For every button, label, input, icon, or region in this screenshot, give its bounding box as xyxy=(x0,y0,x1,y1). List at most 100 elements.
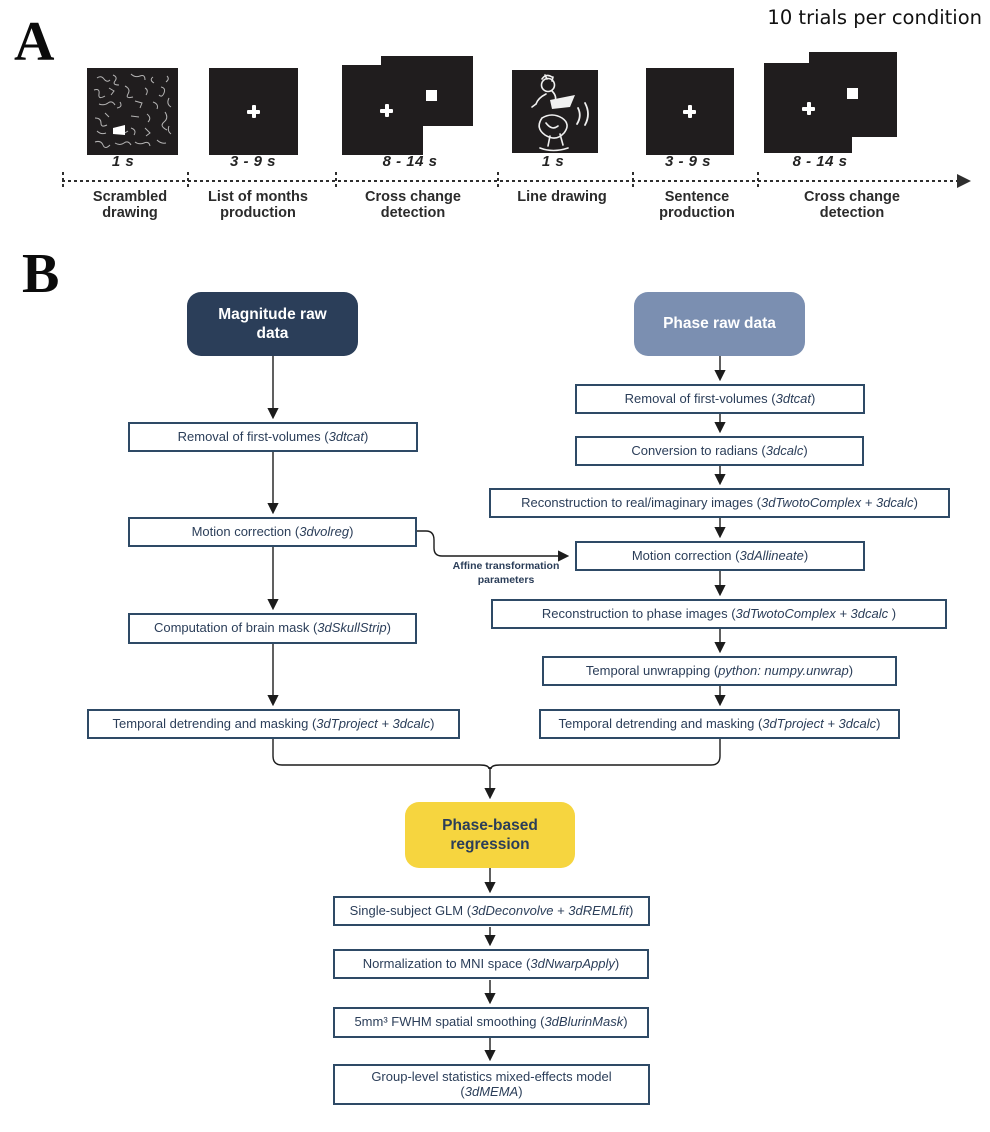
node-command: 3dTproject + 3dcalc xyxy=(762,715,877,731)
phase-raw-data-box: Phase raw data xyxy=(634,292,805,356)
scrambled-noise-icon xyxy=(93,73,172,148)
node-command: 3dtcat xyxy=(775,390,812,406)
timeline-tick xyxy=(497,172,499,189)
node-text: Reconstruction to phase images ( xyxy=(541,605,736,621)
timeline-dashed-line xyxy=(62,180,959,182)
node-removal-first-volumes-phase: Removal of first-volumes (3dtcat) xyxy=(575,384,865,414)
node-command: python: numpy.unwrap xyxy=(718,662,849,678)
timeline-arrow-icon xyxy=(957,174,971,188)
header-text: Magnitude raw data xyxy=(218,305,327,342)
node-command: 3dNwarpApply xyxy=(530,955,615,971)
node-text: ) xyxy=(386,620,391,636)
node-command: 3dTwotoComplex + 3dcalc xyxy=(735,605,892,621)
timeline-tick xyxy=(335,172,337,189)
node-normalization-mni: Normalization to MNI space (3dNwarpApply… xyxy=(333,949,649,979)
panel-b-label: B xyxy=(22,243,60,305)
panel-a-label: A xyxy=(14,11,55,73)
node-text: ) xyxy=(803,442,808,458)
node-text: Normalization to MNI space ( xyxy=(362,955,531,971)
node-text: Motion correction ( xyxy=(631,547,740,563)
fixation-cross-icon xyxy=(683,105,696,118)
node-motion-correction-magnitude: Motion correction (3dvolreg) xyxy=(128,517,417,547)
condition-label: Cross change detection xyxy=(365,189,461,221)
phase-based-regression-box: Phase-based regression xyxy=(405,802,575,868)
node-command: 3dtcat xyxy=(328,428,365,444)
cross-change-stimulus xyxy=(342,56,473,155)
trial-duration: 3 - 9 s xyxy=(664,153,712,170)
condition-label: Sentence production xyxy=(659,189,735,221)
node-text: ) xyxy=(518,1083,523,1099)
node-text: Single-subject GLM ( xyxy=(349,902,472,918)
node-reconstruction-phase-images: Reconstruction to phase images (3dTwotoC… xyxy=(491,599,947,629)
white-fragment xyxy=(113,125,125,135)
trial-duration: 3 - 9 s xyxy=(229,153,277,170)
header-text: Phase raw data xyxy=(663,315,776,333)
fixation-cross-icon xyxy=(802,102,815,115)
affine-parameters-note: Affine transformation parameters xyxy=(452,560,560,586)
node-text: ) xyxy=(349,523,354,539)
condition-label: Scrambled drawing xyxy=(92,189,168,221)
node-reconstruction-real-imaginary: Reconstruction to real/imaginary images … xyxy=(489,488,950,518)
node-text: ) xyxy=(876,715,881,731)
node-text: ) xyxy=(913,494,918,510)
timeline-tick xyxy=(632,172,634,189)
node-detrending-magnitude: Temporal detrending and masking (3dTproj… xyxy=(87,709,460,739)
node-command: 3dAllineate xyxy=(739,547,804,563)
node-command: 3dMEMA xyxy=(464,1083,519,1099)
cartoon-line-drawing-icon xyxy=(531,74,589,152)
timeline-tick xyxy=(187,172,189,189)
node-command: 3dTwotoComplex + 3dcalc xyxy=(760,494,914,510)
trial-duration: 1 s xyxy=(541,153,565,170)
node-text: ) xyxy=(364,428,369,444)
target-square-icon xyxy=(847,88,858,99)
node-text: Temporal detrending and masking ( xyxy=(112,715,317,731)
node-brain-mask: Computation of brain mask (3dSkullStrip) xyxy=(128,613,417,644)
node-motion-correction-phase: Motion correction (3dAllineate) xyxy=(575,541,865,571)
condition-label: List of months production xyxy=(208,189,308,221)
condition-label: Line drawing xyxy=(517,189,607,205)
node-removal-first-volumes-magnitude: Removal of first-volumes (3dtcat) xyxy=(128,422,418,452)
node-text: ) xyxy=(623,1014,628,1030)
cross-change-stimulus xyxy=(764,52,897,153)
node-text: ) xyxy=(628,902,634,918)
node-text: Reconstruction to real/imaginary images … xyxy=(521,494,761,510)
node-text: Removal of first-volumes ( xyxy=(624,390,776,406)
fixation-stimulus xyxy=(646,68,734,155)
condition-label: Cross change detection xyxy=(804,189,900,221)
node-command: 3dSkullStrip xyxy=(317,620,387,636)
node-command: 3dvolreg xyxy=(299,523,350,539)
node-text: Group-level statistics mixed-effects mod… xyxy=(371,1068,612,1099)
node-single-subject-glm: Single-subject GLM (3dDeconvolve + 3dREM… xyxy=(333,896,650,926)
node-spatial-smoothing: 5mm³ FWHM spatial smoothing (3dBlurinMas… xyxy=(333,1007,649,1038)
node-command: 3dcalc xyxy=(765,442,804,458)
timeline-tick xyxy=(62,172,64,189)
timeline-tick xyxy=(757,172,759,189)
node-text: Conversion to radians ( xyxy=(631,442,766,458)
node-text: Motion correction ( xyxy=(191,523,300,539)
node-command: 3dDeconvolve + 3dREMLfit xyxy=(471,902,629,918)
node-conversion-radians: Conversion to radians (3dcalc) xyxy=(575,436,864,466)
node-text: ) xyxy=(614,955,620,971)
fixation-cross-icon xyxy=(380,104,393,117)
target-square-icon xyxy=(426,90,437,101)
node-temporal-unwrapping: Temporal unwrapping (python: numpy.unwra… xyxy=(542,656,897,686)
node-text: ) xyxy=(803,547,809,563)
trials-per-condition-note: 10 trials per condition xyxy=(767,6,982,29)
fixation-stimulus xyxy=(209,68,298,155)
trial-duration: 8 - 14 s xyxy=(792,153,848,170)
node-text: ) xyxy=(430,715,435,731)
node-text: ) xyxy=(891,605,897,621)
trial-duration: 8 - 14 s xyxy=(382,153,438,170)
node-text: Temporal unwrapping ( xyxy=(585,662,719,678)
node-command: 3dBlurinMask xyxy=(544,1014,624,1030)
scrambled-drawing-stimulus xyxy=(87,68,178,155)
node-text: ) xyxy=(848,662,854,678)
line-drawing-stimulus xyxy=(512,70,598,153)
node-text: ) xyxy=(811,390,816,406)
trial-duration: 1 s xyxy=(111,153,135,170)
fixation-cross-icon xyxy=(247,105,260,118)
node-text: Removal of first-volumes ( xyxy=(177,428,329,444)
node-text: Temporal detrending and masking ( xyxy=(558,715,763,731)
